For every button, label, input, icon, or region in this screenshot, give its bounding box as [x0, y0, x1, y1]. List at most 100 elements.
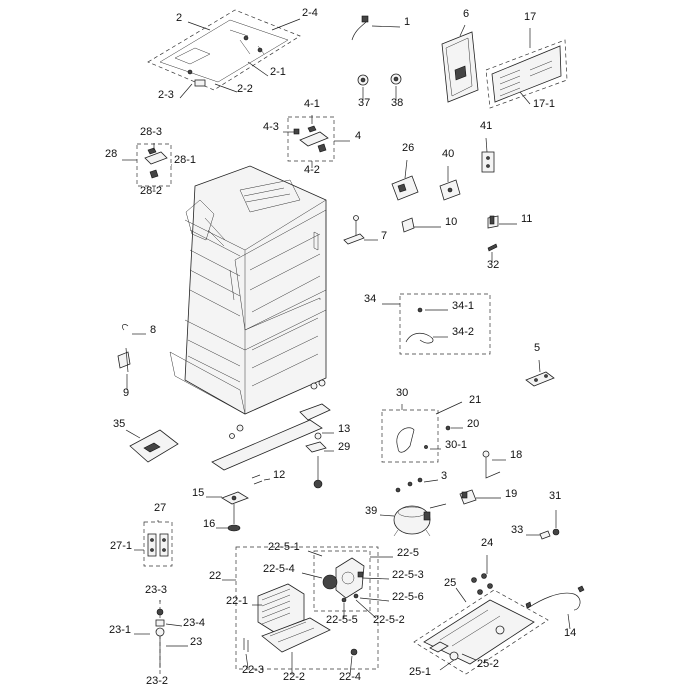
- refrigerator-cabinet: [169, 165, 327, 415]
- callout-label-22-5-1: 22-5-1: [268, 541, 300, 553]
- callout-label-2-4: 2-4: [302, 7, 318, 19]
- part-4-hinge-assembly: [287, 116, 335, 162]
- part-31-grommet: [552, 510, 560, 536]
- callout-label-30: 30: [396, 387, 409, 399]
- callout-label-27-1: 27-1: [110, 540, 133, 552]
- part-27-brackets: [143, 521, 173, 567]
- callout-label-3: 3: [441, 470, 448, 482]
- part-30-assembly: [381, 409, 439, 463]
- callout-label-14: 14: [564, 627, 577, 639]
- part-11-bracket: [487, 215, 499, 229]
- callout-label-2: 2: [176, 12, 183, 24]
- callout-label-7: 7: [381, 230, 388, 242]
- callout-label-18: 18: [510, 449, 523, 461]
- callout-label-22-3: 22-3: [242, 664, 265, 676]
- part-40-pcb: [439, 179, 461, 201]
- callout-label-23-1: 23-1: [109, 624, 132, 636]
- callout-label-35: 35: [113, 418, 126, 430]
- callout-label-26: 26: [402, 142, 415, 154]
- callout-label-25-2: 25-2: [477, 658, 500, 670]
- part-14-hose: [525, 585, 585, 611]
- callout-label-5: 5: [534, 342, 541, 354]
- part-29-bracket: [305, 441, 327, 453]
- callout-label-28-3: 28-3: [140, 126, 163, 138]
- callout-label-10: 10: [445, 216, 458, 228]
- part-7-bracket: [343, 215, 365, 245]
- callout-label-2-3: 2-3: [158, 89, 174, 101]
- callout-label-28-1: 28-1: [174, 154, 197, 166]
- part-28-hinge-assembly: [136, 143, 172, 187]
- part-41-pcb: [481, 151, 495, 173]
- part-10-cover: [401, 217, 415, 233]
- callout-label-23-2: 23-2: [146, 675, 169, 687]
- part-9-hinge: [117, 347, 131, 373]
- callout-label-15: 15: [192, 487, 205, 499]
- callout-label-33: 33: [511, 524, 524, 536]
- callout-label-20: 20: [467, 418, 480, 430]
- part-39-compressor: [393, 503, 447, 537]
- callout-label-8: 8: [150, 324, 157, 336]
- callout-label-32: 32: [487, 259, 500, 271]
- part-38-nut: [390, 73, 402, 85]
- part-2-top-plate-assembly: [147, 9, 301, 91]
- part-37-nut: [357, 74, 369, 86]
- callout-label-30-1: 30-1: [445, 439, 468, 451]
- callout-label-22-5-5: 22-5-5: [326, 614, 358, 626]
- callout-label-19: 19: [505, 488, 518, 500]
- part-3-screws: [395, 477, 423, 493]
- part-6-cover-panel: [441, 31, 479, 103]
- part-15-leg-plate: [221, 491, 249, 505]
- part-23-leveling-assembly: [155, 600, 165, 676]
- base-cross-member: [211, 403, 331, 471]
- callout-label-29: 29: [338, 441, 351, 453]
- part-19-relay: [459, 489, 477, 505]
- callout-label-17-1: 17-1: [533, 98, 556, 110]
- part-26-pcb: [391, 175, 419, 201]
- callout-label-22-5-2: 22-5-2: [373, 614, 405, 626]
- callout-label-9: 9: [123, 387, 130, 399]
- callout-label-6: 6: [463, 8, 470, 20]
- callout-label-23-3: 23-3: [145, 584, 168, 596]
- callout-label-28: 28: [105, 148, 118, 160]
- callout-label-38: 38: [391, 97, 404, 109]
- callout-label-22-4: 22-4: [339, 671, 362, 683]
- part-12-screws: [251, 474, 263, 485]
- callout-label-23-4: 23-4: [183, 617, 206, 629]
- part-18-rod: [482, 450, 501, 479]
- callout-label-34: 34: [364, 293, 377, 305]
- callout-label-22-5: 22-5: [397, 547, 420, 559]
- callout-label-40: 40: [442, 148, 455, 160]
- part-5-bracket: [525, 371, 555, 387]
- callout-label-25-1: 25-1: [409, 666, 432, 678]
- part-17-grille-panel: [485, 39, 568, 109]
- callout-label-1: 1: [404, 16, 411, 28]
- callout-label-4-2: 4-2: [304, 164, 320, 176]
- callout-label-25: 25: [444, 577, 457, 589]
- callout-label-11: 11: [521, 213, 533, 225]
- callout-label-34-2: 34-2: [452, 326, 475, 338]
- part-8-wire-hook: [122, 324, 129, 331]
- callout-label-22: 22: [209, 570, 222, 582]
- callout-label-37: 37: [358, 97, 371, 109]
- callout-label-27: 27: [154, 502, 167, 514]
- callout-label-4-3: 4-3: [263, 121, 279, 133]
- callout-label-13: 13: [338, 423, 351, 435]
- callout-label-39: 39: [365, 505, 378, 517]
- callout-label-41: 41: [480, 120, 493, 132]
- part-34-kit: [399, 293, 491, 355]
- part-33-clip: [539, 530, 551, 540]
- callout-label-12: 12: [273, 469, 286, 481]
- callout-label-23: 23: [190, 636, 203, 648]
- part-13-cap: [314, 432, 322, 440]
- callout-label-28-2: 28-2: [140, 185, 163, 197]
- callout-label-34-1: 34-1: [452, 300, 475, 312]
- callout-label-24: 24: [481, 537, 494, 549]
- part-25-bottom-panel: [413, 573, 549, 675]
- callout-label-22-5-4: 22-5-4: [263, 563, 295, 575]
- callout-label-22-5-3: 22-5-3: [392, 569, 424, 581]
- callout-label-16: 16: [203, 518, 216, 530]
- part-16-leveling-foot: [227, 504, 241, 532]
- callout-label-2-1: 2-1: [270, 66, 286, 78]
